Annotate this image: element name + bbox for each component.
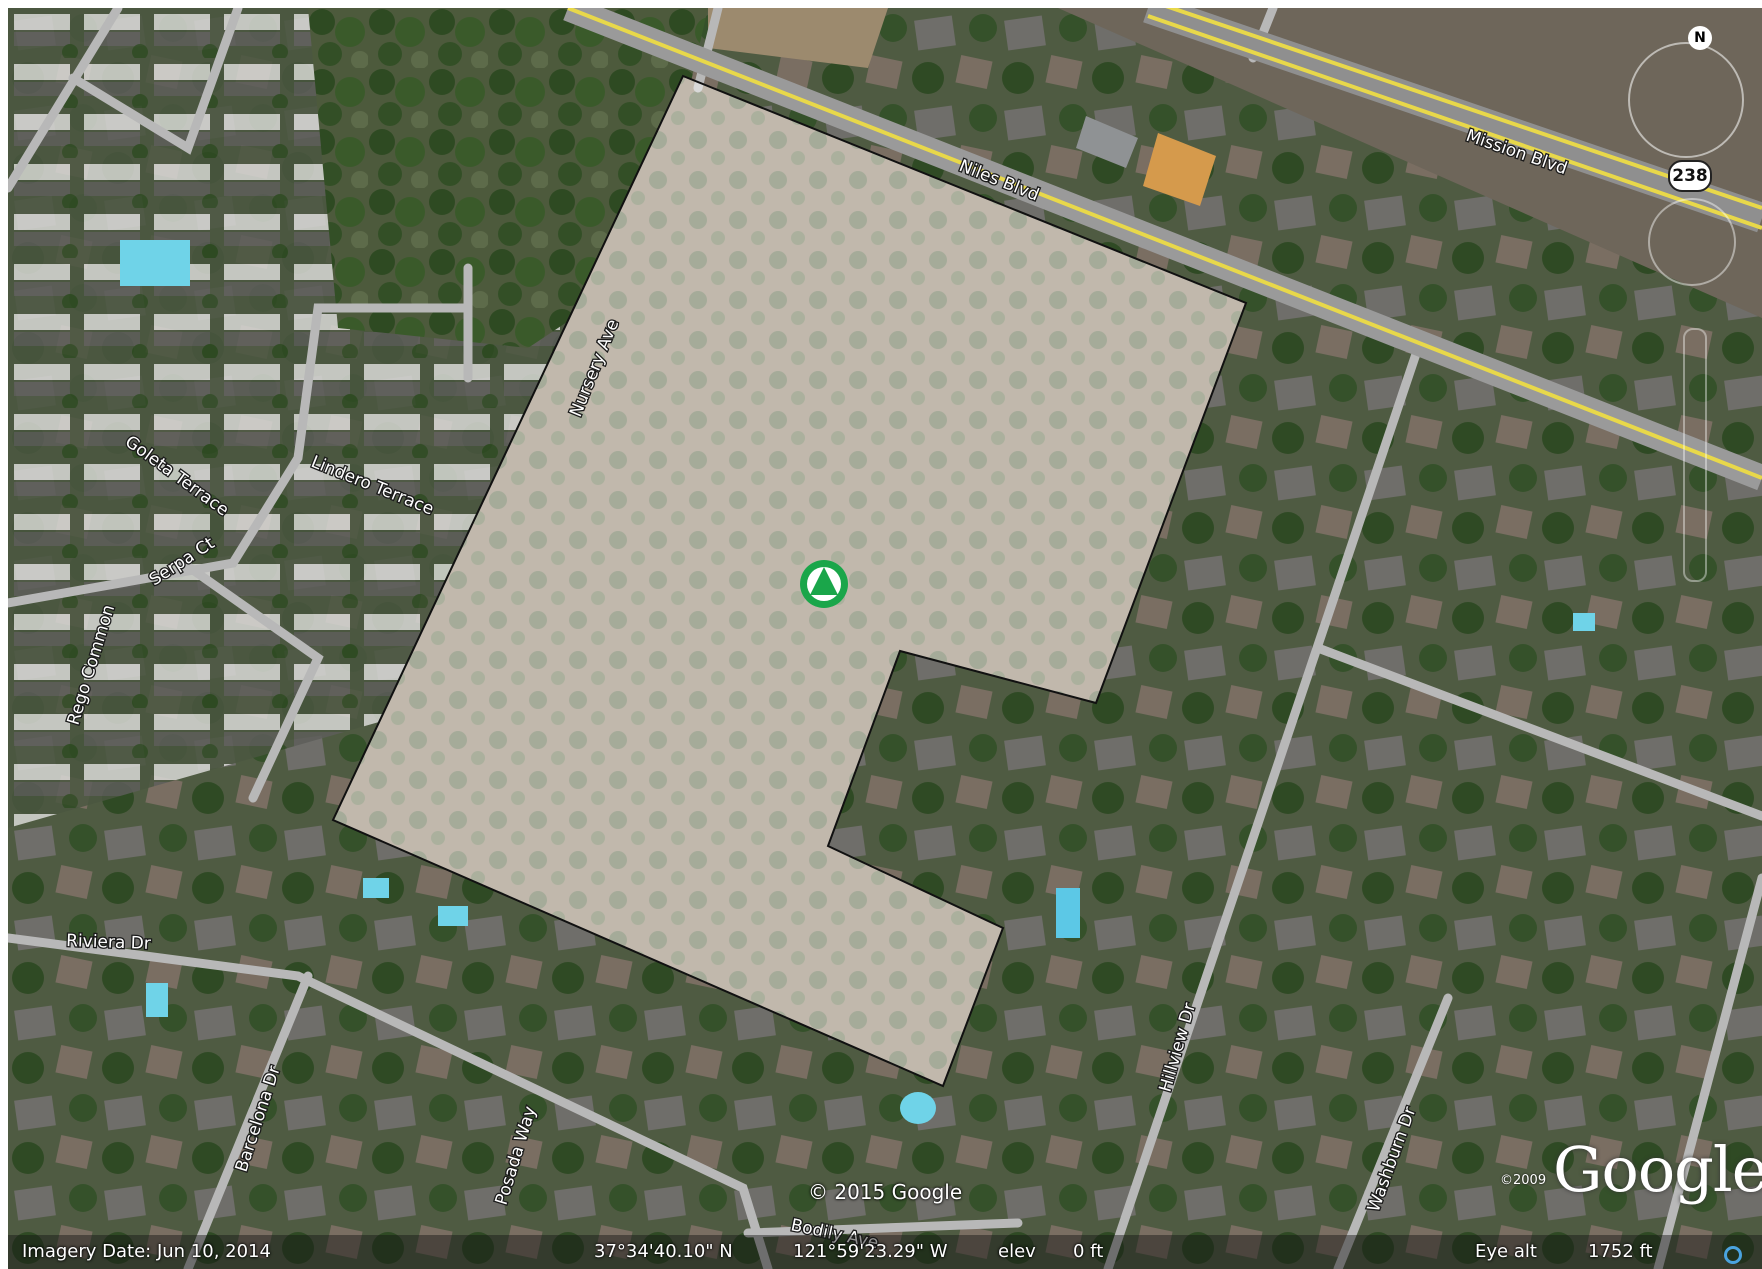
status-bar: Imagery Date: Jun 10, 2014 37°34'40.10" … — [8, 1235, 1762, 1269]
eye-alt-label: Eye alt — [1475, 1241, 1537, 1262]
navigation-move-ring[interactable] — [1648, 198, 1736, 286]
pool — [1573, 613, 1595, 631]
property-boundary-overlay[interactable] — [331, 74, 1248, 1088]
pool — [146, 983, 168, 1017]
highway-shield-238: 238 — [1668, 160, 1712, 192]
elev-label: elev — [998, 1241, 1036, 1262]
google-logo-year: ©2009 — [1500, 1173, 1547, 1188]
niles-blvd-centerline — [567, 8, 1762, 480]
copyright-text: © 2015 Google — [808, 1180, 963, 1204]
navigation-look-ring[interactable] — [1628, 42, 1744, 158]
google-logo: Google — [1553, 1133, 1762, 1206]
latitude-readout: 37°34'40.10" N — [594, 1241, 733, 1262]
placemark-marker-icon[interactable] — [800, 560, 848, 608]
zoom-slider[interactable] — [1683, 328, 1707, 582]
pool — [438, 906, 468, 926]
pool — [900, 1092, 936, 1124]
globe-status-icon[interactable] — [1724, 1246, 1742, 1264]
mission-blvd-lane — [1147, 14, 1762, 230]
pool — [363, 878, 389, 898]
pool — [120, 240, 190, 286]
commercial-building — [1076, 116, 1138, 168]
map-canvas[interactable]: Niles Blvd Mission Blvd Nursery Ave Gole… — [8, 8, 1762, 1269]
road-label-riviera: Riviera Dr — [66, 931, 151, 954]
dry-lot — [708, 8, 888, 68]
pool — [1056, 888, 1080, 938]
eye-alt-value: 1752 ft — [1588, 1241, 1653, 1262]
longitude-readout: 121°59'23.29" W — [793, 1241, 948, 1262]
north-indicator-icon[interactable]: N — [1688, 26, 1712, 50]
rail-corridor — [908, 8, 1762, 318]
mission-blvd-lane — [1165, 8, 1762, 210]
mission-blvd-road — [1143, 8, 1762, 233]
imagery-date: Imagery Date: Jun 10, 2014 — [22, 1241, 271, 1262]
satellite-map[interactable]: Niles Blvd Mission Blvd Nursery Ave Gole… — [8, 8, 1762, 1269]
nursery-grounds — [333, 76, 1246, 1086]
elev-value: 0 ft — [1073, 1241, 1104, 1262]
commercial-building — [1143, 133, 1216, 206]
